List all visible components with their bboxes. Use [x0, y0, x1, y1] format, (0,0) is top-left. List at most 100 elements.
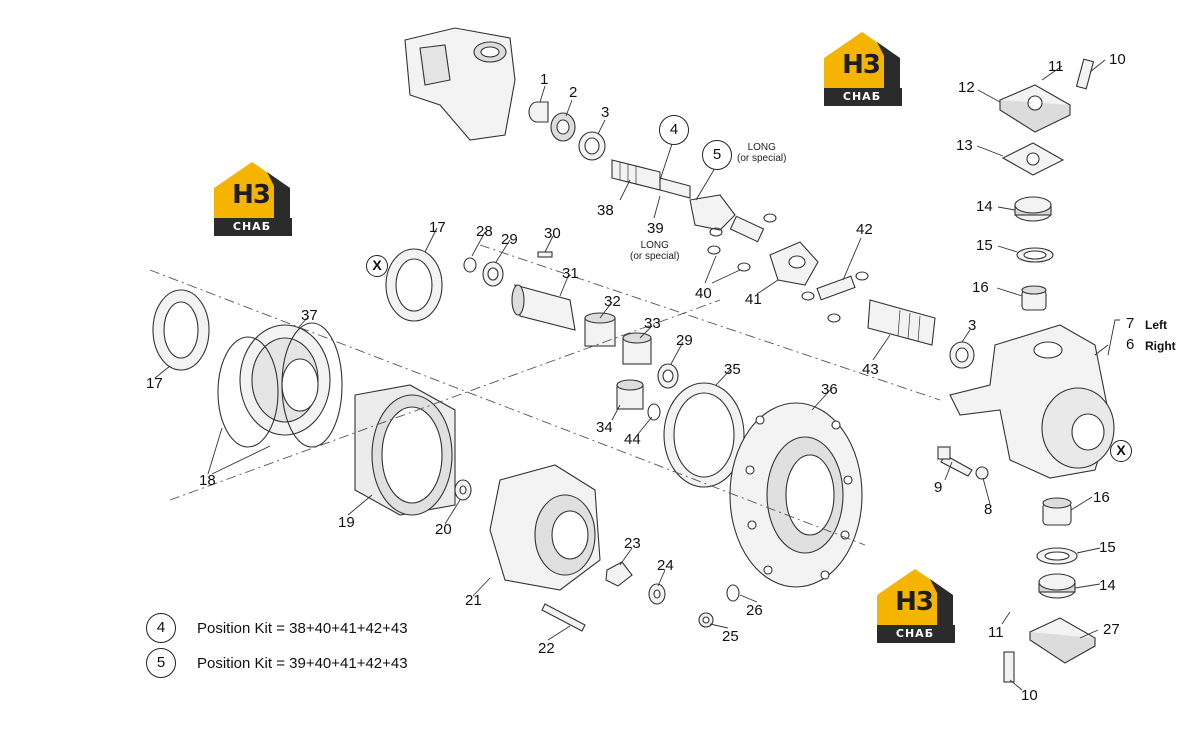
note-special-text: (or special)	[630, 251, 680, 262]
callout-label: 31	[562, 265, 579, 282]
side-label-right: Right	[1145, 339, 1176, 353]
u-joint-yoke	[689, 194, 777, 272]
callout-label: 29	[676, 332, 693, 349]
callout-label: 15	[1099, 539, 1116, 556]
house-icon	[214, 162, 292, 236]
callout-label: 10	[1021, 687, 1038, 704]
callout-label: 17	[429, 219, 446, 236]
callout-circle: 5	[702, 140, 732, 170]
ring-26	[726, 584, 740, 602]
note-long-text: LONG	[640, 240, 669, 251]
callout-label: 27	[1103, 621, 1120, 638]
bearing-33	[622, 332, 652, 365]
shaft-38	[611, 159, 661, 191]
callout-label: 39	[647, 220, 664, 237]
washer-28	[463, 257, 477, 273]
logo-sub-text: СНАБ	[842, 90, 882, 103]
pin-16-bottom	[1042, 497, 1072, 526]
nut-23	[605, 561, 633, 587]
bushing-1	[528, 101, 549, 123]
ring-gear-19	[354, 384, 456, 516]
shim-13	[1001, 142, 1065, 176]
callout-label: 42	[856, 221, 873, 238]
brand-logo-left: H3 СНАБ	[212, 158, 302, 238]
logo-main-text: H3	[842, 50, 881, 80]
callout-label: 36	[821, 381, 838, 398]
callout-label: 30	[544, 225, 561, 242]
planet-carrier-21	[489, 464, 601, 591]
pin-16-top	[1021, 285, 1047, 311]
note-special-text: (or special)	[737, 153, 787, 164]
cross-42	[801, 271, 869, 323]
callout-label: 43	[862, 361, 879, 378]
callout-label: 3	[601, 104, 610, 121]
callout-label: 13	[956, 137, 973, 154]
callout-label: 10	[1109, 51, 1126, 68]
race-15-top	[1016, 247, 1054, 263]
callout-label: 11	[1048, 58, 1064, 75]
bearing-2	[550, 112, 576, 142]
callout-label: 20	[435, 521, 452, 538]
yoke-41	[769, 241, 819, 286]
bearing-34	[616, 379, 644, 410]
steering-knuckle	[949, 324, 1115, 479]
logo-sub-text: СНАБ	[895, 627, 935, 640]
brand-logo-bottom-right: H3 СНАБ	[875, 565, 965, 645]
callout-label: 24	[657, 557, 674, 574]
logo-main-text: H3	[895, 587, 934, 617]
note-long-39: LONG (or special)	[630, 240, 679, 262]
callout-label: 2	[569, 84, 578, 101]
callout-label: 11	[988, 624, 1004, 641]
callout-label: 29	[501, 231, 518, 248]
snap-ring-18	[217, 322, 343, 448]
nut-8	[975, 466, 989, 480]
planet-gear-37	[239, 324, 331, 436]
kit-number-circle: 5	[146, 648, 176, 678]
callout-label: 34	[596, 419, 613, 436]
callout-label: 44	[624, 431, 641, 448]
note-long-5: LONG (or special)	[737, 142, 786, 164]
bearing-17-left	[152, 289, 210, 371]
callout-label: 22	[538, 640, 555, 657]
callout-label: 15	[976, 237, 993, 254]
callout-label: 41	[745, 291, 762, 308]
bolt-10-top	[1075, 58, 1095, 90]
shaft-39	[659, 177, 691, 199]
side-label-left: Left	[1145, 318, 1167, 332]
house-icon	[877, 569, 955, 643]
callout-label: 6	[1126, 336, 1135, 353]
seal-35	[663, 382, 745, 488]
nut-25	[698, 612, 714, 628]
callout-label: 37	[301, 307, 318, 324]
house-icon	[824, 32, 902, 106]
kit-description: Position Kit = 38+40+41+42+43	[197, 620, 408, 637]
brand-logo-top-center: H3 СНАБ	[822, 28, 912, 108]
washer-24	[648, 583, 666, 605]
callout-label: 14	[1099, 577, 1116, 594]
kit-description: Position Kit = 39+40+41+42+43	[197, 655, 408, 672]
callout-label: 38	[597, 202, 614, 219]
kit-number-circle: 4	[146, 613, 176, 643]
callout-label: 1	[540, 71, 549, 88]
callout-label: 16	[1093, 489, 1110, 506]
callout-label: 40	[695, 285, 712, 302]
callout-label: 16	[972, 279, 989, 296]
callout-label: 9	[934, 479, 943, 496]
bolt-10-bottom	[1003, 651, 1015, 683]
callout-label: 23	[624, 535, 641, 552]
seal-3-top	[578, 131, 606, 161]
washer-29	[482, 261, 504, 287]
shaft-43	[867, 299, 975, 369]
callout-label: 18	[199, 472, 216, 489]
bolt-22	[541, 603, 586, 632]
axle-housing	[404, 27, 516, 141]
callout-label: 21	[465, 592, 482, 609]
bearing-14-bottom	[1038, 573, 1076, 599]
callout-circle: 4	[659, 115, 689, 145]
callout-label: 33	[644, 315, 661, 332]
pin-30	[537, 251, 553, 258]
bearing-17-center	[385, 248, 443, 322]
callout-label: 8	[984, 501, 993, 518]
x-marker-right: X	[1110, 440, 1132, 462]
